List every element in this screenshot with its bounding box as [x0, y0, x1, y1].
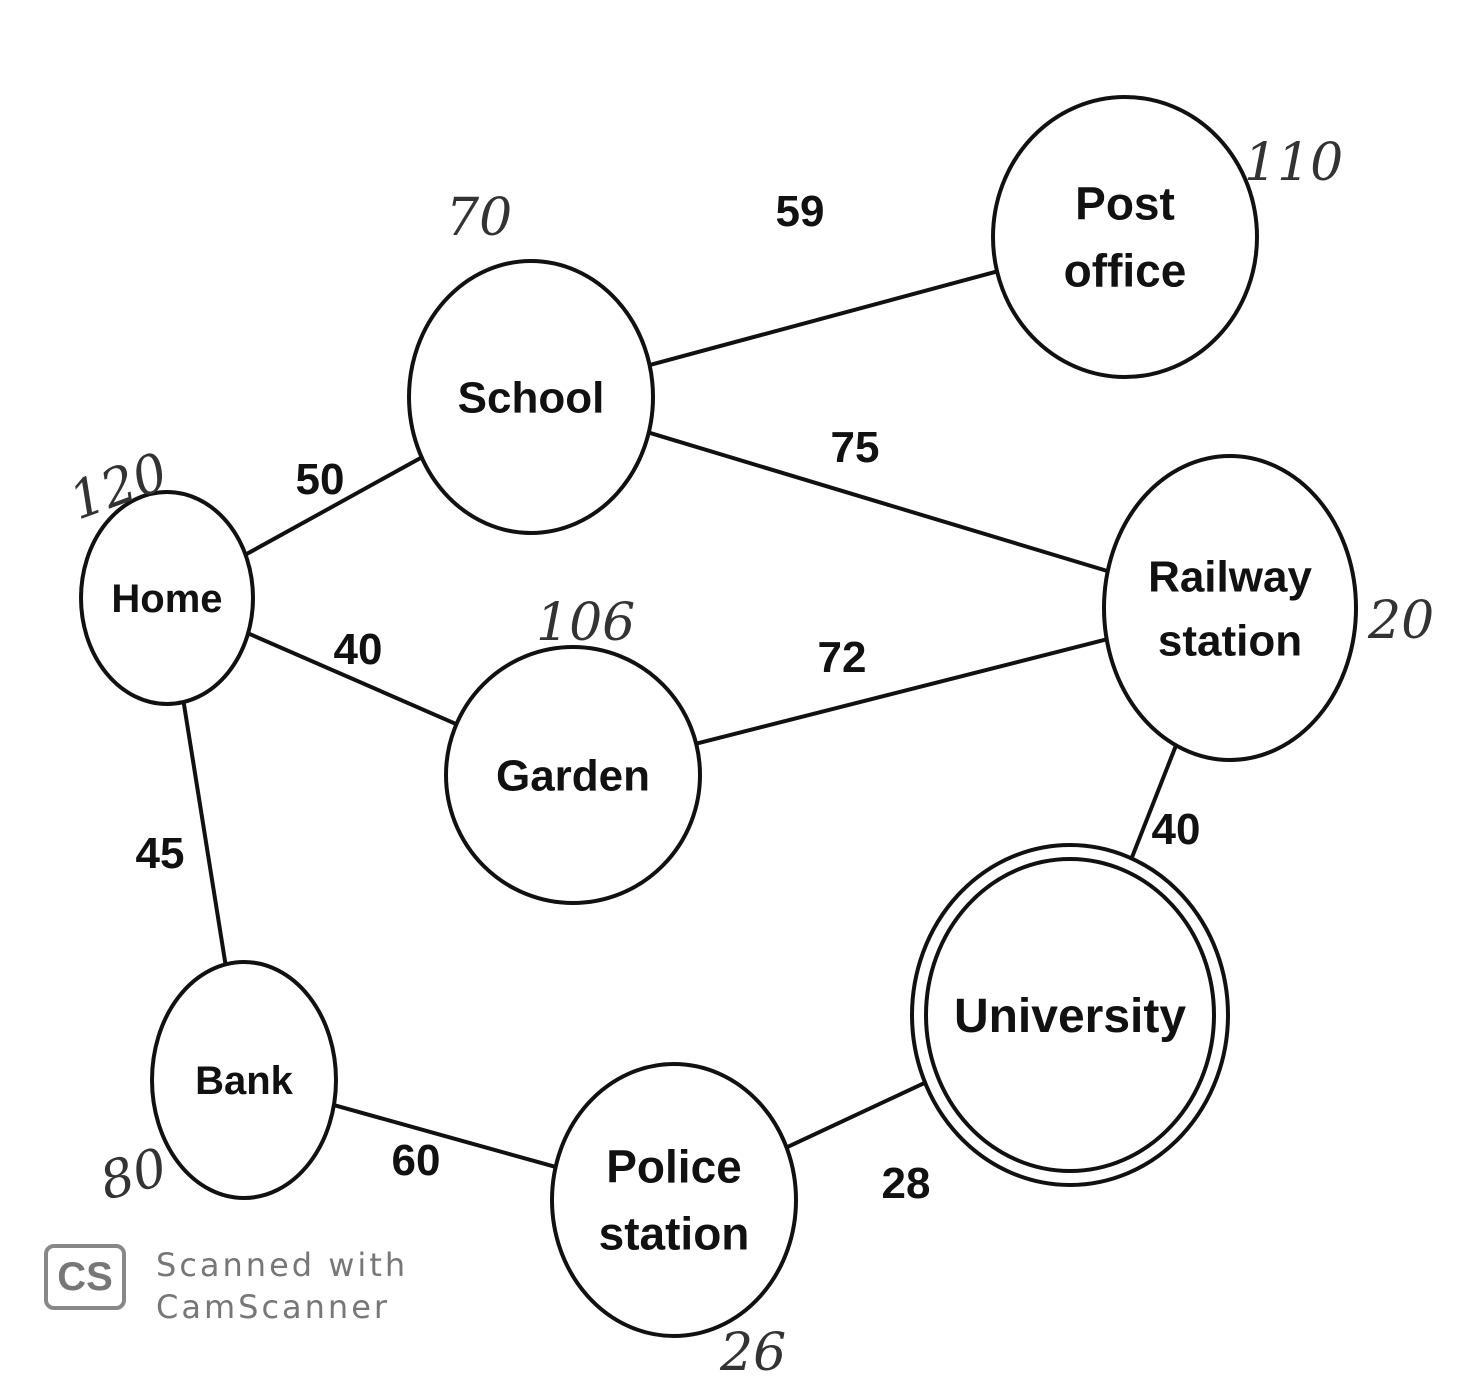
node-label-railway-station-line-1: Railway — [1148, 552, 1312, 601]
node-garden: Garden — [444, 645, 702, 905]
node-circle-bank — [150, 960, 338, 1200]
heuristic-railway-station: 20 — [1367, 591, 1434, 651]
edge-weight-home-garden: 40 — [334, 625, 383, 674]
edge-weight-bank-police_station: 60 — [392, 1136, 441, 1185]
node-school: School — [407, 259, 655, 535]
node-label-garden: Garden — [496, 751, 650, 800]
heuristic-police-station: 26 — [719, 1323, 786, 1383]
node-post-office: Post office — [991, 95, 1259, 379]
watermark-line-2: CamScanner — [156, 1288, 391, 1326]
edge-garden-railway_station — [695, 637, 1108, 746]
edge-weight-school-post_office: 59 — [776, 187, 825, 236]
heuristic-bank: 80 — [94, 1137, 173, 1212]
edge-weight-railway_station-university: 40 — [1152, 805, 1201, 854]
edge-weight-school-railway_station: 75 — [831, 423, 880, 472]
edge-home-bank — [181, 701, 228, 965]
goal-inner-circle — [924, 857, 1216, 1173]
node-label-home: Home — [111, 577, 222, 621]
edge-weight-home-bank: 45 — [136, 829, 185, 878]
camscanner-watermark: CS Scanned with CamScanner — [44, 1244, 424, 1326]
node-label-railway-station-line-2: station — [1158, 616, 1302, 665]
node-label-police-station-line-2: station — [599, 1208, 750, 1260]
node-bank: Bank — [150, 960, 338, 1200]
node-circle-school — [407, 259, 655, 535]
node-label-post-office-line-2: office — [1064, 245, 1187, 297]
edge-police_station-university — [785, 1080, 926, 1150]
node-circle-garden — [444, 645, 702, 905]
edge-school-railway_station — [648, 430, 1109, 574]
heuristic-post-office: 110 — [1244, 133, 1343, 193]
edge-weight-home-school: 50 — [296, 455, 345, 504]
node-police-station: Police station — [550, 1062, 798, 1338]
camscanner-logo: CS — [44, 1244, 126, 1310]
heuristic-school: 70 — [446, 188, 512, 248]
edges — [181, 269, 1178, 1169]
edge-bank-police_station — [333, 1103, 557, 1169]
edge-school-post_office — [649, 269, 998, 367]
node-label-post-office-line-1: Post — [1075, 178, 1175, 230]
node-home: Home — [79, 490, 255, 706]
watermark-line-1: Scanned with — [156, 1246, 409, 1284]
node-circle-police-station — [550, 1062, 798, 1338]
node-circle-home — [79, 490, 255, 706]
node-circle-post-office — [991, 95, 1259, 379]
edge-home-garden — [247, 631, 458, 727]
edge-railway_station-university — [1129, 744, 1178, 860]
node-university: University — [910, 843, 1230, 1187]
edge-home-school — [244, 455, 423, 557]
node-circle-railway-station — [1102, 454, 1358, 762]
edge-weight-police_station-university: 28 — [882, 1159, 931, 1208]
heuristic-garden: 106 — [536, 593, 635, 653]
node-railway-station: Railway station — [1102, 454, 1358, 762]
edge-labels: 50 40 45 59 75 72 40 60 28 — [136, 187, 1201, 1208]
node-label-police-station-line-1: Police — [606, 1141, 742, 1193]
node-label-school: School — [458, 373, 605, 422]
node-label-bank: Bank — [195, 1059, 294, 1103]
node-label-university: University — [954, 990, 1186, 1043]
edge-weight-garden-railway_station: 72 — [818, 633, 867, 682]
